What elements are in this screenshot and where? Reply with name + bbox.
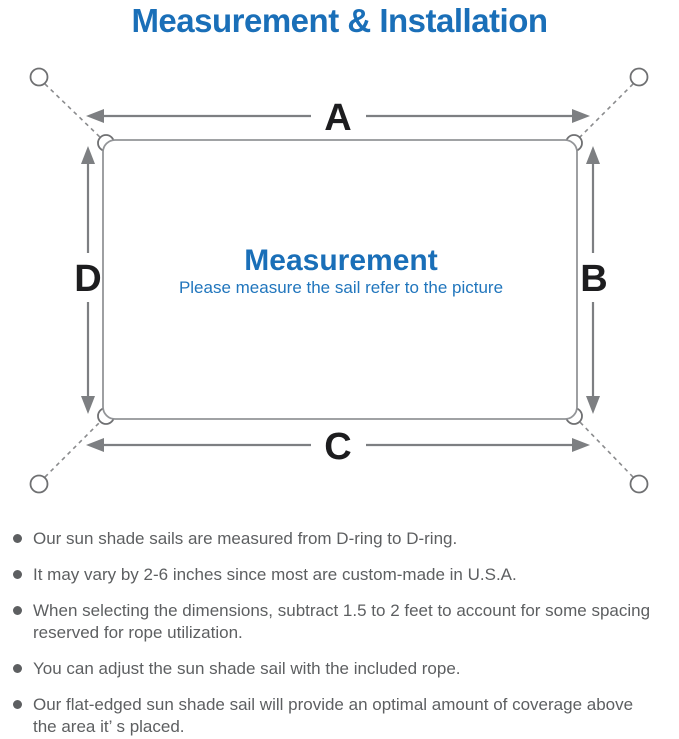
corner-rope-lines	[44, 83, 634, 478]
list-item: Our sun shade sails are measured from D-…	[13, 528, 665, 550]
anchor-circle-bottom-left	[29, 474, 49, 494]
dimension-label-d: D	[74, 258, 101, 300]
dimension-lines	[86, 114, 595, 447]
arrowhead-b-bottom	[586, 396, 600, 414]
sail-rectangle	[102, 139, 578, 420]
diagram-center-title: Measurement	[244, 244, 437, 277]
arrowhead-c-right	[572, 438, 590, 452]
list-item: It may vary by 2-6 inches since most are…	[13, 564, 665, 586]
sail-measurement-diagram: A B C D Measurement Please measure the s…	[29, 67, 649, 494]
anchor-circle-bottom-right	[629, 474, 649, 494]
anchor-points	[29, 67, 649, 494]
arrowhead-d-top	[81, 146, 95, 164]
list-item: Our flat-edged sun shade sail will provi…	[13, 694, 665, 738]
page-title: Measurement & Installation	[131, 2, 548, 39]
bullet-icon	[13, 606, 22, 615]
arrowhead-b-top	[586, 146, 600, 164]
note-text: It may vary by 2-6 inches since most are…	[33, 565, 517, 584]
bullet-icon	[13, 534, 22, 543]
anchor-circle-top-left	[29, 67, 49, 87]
rope-line-top-left	[44, 83, 105, 142]
rope-line-bottom-left	[44, 417, 105, 478]
arrowhead-d-bottom	[81, 396, 95, 414]
list-item: When selecting the dimensions, subtract …	[13, 600, 665, 644]
dimension-label-b: B	[580, 258, 607, 300]
note-text: Our flat-edged sun shade sail will provi…	[33, 695, 634, 736]
bullet-icon	[13, 570, 22, 579]
arrowhead-a-left	[86, 109, 104, 123]
note-text: When selecting the dimensions, subtract …	[33, 601, 651, 642]
list-item: You can adjust the sun shade sail with t…	[13, 658, 665, 680]
arrowhead-c-left	[86, 438, 104, 452]
dimension-label-c: C	[324, 426, 351, 468]
arrowhead-a-right	[572, 109, 590, 123]
note-text: Our sun shade sails are measured from D-…	[33, 529, 458, 548]
note-text: You can adjust the sun shade sail with t…	[33, 659, 461, 678]
diagram-center-subtitle: Please measure the sail refer to the pic…	[179, 278, 503, 297]
bullet-icon	[13, 700, 22, 709]
rope-line-bottom-right	[575, 417, 634, 478]
dimension-arrowheads	[81, 109, 600, 452]
notes-list: Our sun shade sails are measured from D-…	[13, 528, 665, 739]
rope-line-top-right	[575, 83, 634, 142]
dimension-label-a: A	[324, 97, 351, 139]
bullet-icon	[13, 664, 22, 673]
anchor-circle-top-right	[629, 67, 649, 87]
